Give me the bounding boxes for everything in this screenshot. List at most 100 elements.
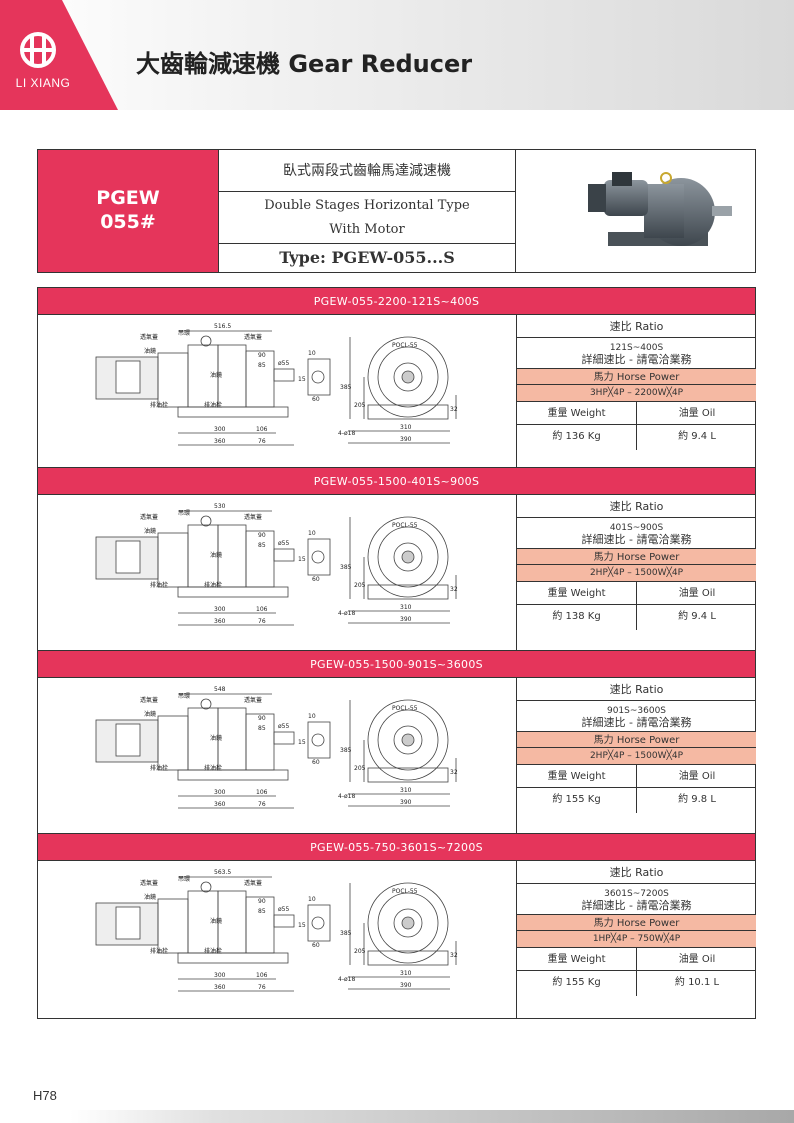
drawing-label-drain-plug: 排油栓 (204, 581, 222, 589)
weight-header: 重量 Weight (517, 765, 637, 787)
drawing-label-oil-gauge: 油鏡 (144, 710, 156, 718)
ratio-detail-note: 詳細速比 - 請電洽業務 (581, 716, 692, 729)
drawing-label-hook: 吊環 (178, 510, 190, 517)
model-line1: PGEW (96, 187, 160, 209)
hp-header: 馬力 Horse Power (517, 368, 756, 385)
overall-length-label: 516.5 (214, 323, 231, 330)
spec-table: 速比 Ratio 401S~900S 詳細速比 - 請電洽業務 馬力 Horse… (516, 495, 756, 652)
drawing-label-dim-385: 385 (340, 930, 352, 937)
ratio-value: 3601S~7200S (604, 889, 669, 899)
drawing-label-dim-106: 106 (256, 789, 268, 796)
drawing-label-dim-76: 76 (258, 801, 266, 808)
weight-header: 重量 Weight (517, 948, 637, 970)
header-bar (0, 0, 794, 110)
drawing-label-dim-55: ø55 (278, 360, 289, 367)
drawing-label-dim-360: 360 (214, 438, 226, 445)
drawing-label-dim-205: 205 (354, 402, 366, 409)
drawing-label-vent: 透氣蓋 (244, 513, 262, 521)
drawing-label-dim-10: 10 (308, 350, 316, 357)
drawing-label-oil-gauge: 油鏡 (144, 893, 156, 901)
drawing-label-hook: 吊環 (178, 876, 190, 883)
drawing-label-dim-76: 76 (258, 618, 266, 625)
drawing-label-dim-55: ø55 (278, 540, 289, 547)
page-number: H78 (33, 1088, 57, 1103)
dimension-drawing: 530 透氣蓋 吊環 透氣蓋 油鏡 油鏡 排油栓 排油栓 90 85 ø55 1… (95, 503, 458, 626)
drawing-label-dim-310: 310 (400, 424, 412, 431)
brand-name: LI XIANG (15, 76, 71, 90)
drawing-label-dim-10: 10 (308, 713, 316, 720)
drawing-label-dim-60: 60 (312, 396, 320, 403)
drawing-label-dim-holes: 4-ø18 (338, 976, 355, 983)
drawing-label-plate: POCL-55 (392, 522, 418, 529)
weight-value: 約 138 Kg (517, 605, 637, 630)
dimension-drawing: 548 透氣蓋 吊環 透氣蓋 油鏡 油鏡 排油栓 排油栓 90 85 ø55 1… (95, 686, 458, 809)
drawing-label-dim-76: 76 (258, 984, 266, 991)
ratio-header: 速比 Ratio (517, 495, 756, 518)
drawing-label-oil-gauge: 油鏡 (144, 527, 156, 535)
oil-value: 約 9.8 L (678, 794, 716, 805)
drawing-label-oil-gauge: 油鏡 (210, 551, 222, 559)
drawing-label-drain-plug: 排油栓 (150, 581, 168, 589)
drawing-label-plate: POCL-55 (392, 342, 418, 349)
drawing-label-dim-106: 106 (256, 606, 268, 613)
spec-section-4: PGEW-055-750-3601S~7200S (37, 833, 756, 1019)
drawing-label-vent: 透氣蓋 (140, 696, 158, 704)
ratio-header: 速比 Ratio (517, 678, 756, 701)
drawing-label-dim-76: 76 (258, 438, 266, 445)
drawing-label-dim-360: 360 (214, 984, 226, 991)
product-type: Type: PGEW-055...S (279, 248, 455, 267)
drawing-label-dim-32: 32 (450, 952, 458, 959)
ratio-value: 401S~900S (609, 523, 664, 533)
desc-chinese: 臥式兩段式齒輪馬達減速機 (219, 150, 515, 192)
drawing-label-dim-55: ø55 (278, 723, 289, 730)
dimension-drawing: 516.5 透氣蓋 吊環 透氣蓋 油鏡 油鏡 排油栓 排油栓 90 85 ø55… (95, 323, 458, 446)
weight-value: 約 136 Kg (517, 425, 637, 450)
drawing-label-dim-360: 360 (214, 618, 226, 625)
drawing-label-drain-plug: 排油栓 (204, 401, 222, 409)
drawing-label-dim-205: 205 (354, 765, 366, 772)
drawing-label-dim-360: 360 (214, 801, 226, 808)
drawing-label-hook: 吊環 (178, 330, 190, 337)
drawing-label-dim-85: 85 (258, 362, 266, 369)
drawing-label-dim-106: 106 (256, 426, 268, 433)
section-title: PGEW-055-2200-121S~400S (38, 288, 755, 315)
drawing-label-dim-32: 32 (450, 769, 458, 776)
brand-logo (0, 0, 118, 110)
drawing-label-vent: 透氣蓋 (140, 333, 158, 341)
hp-value: 2HP╳4P – 1500W╳4P (517, 748, 756, 765)
drawing-label-dim-60: 60 (312, 576, 320, 583)
drawing-label-dim-55: ø55 (278, 906, 289, 913)
oil-value: 約 9.4 L (678, 611, 716, 622)
weight-header: 重量 Weight (517, 402, 637, 424)
oil-header: 油量 Oil (678, 408, 716, 419)
drawing-label-drain-plug: 排油栓 (150, 764, 168, 772)
hp-header: 馬力 Horse Power (517, 914, 756, 931)
oil-header: 油量 Oil (678, 954, 716, 965)
drawing-label-drain-plug: 排油栓 (150, 401, 168, 409)
drawing-label-drain-plug: 排油栓 (204, 764, 222, 772)
drawing-label-drain-plug: 排油栓 (204, 947, 222, 955)
ratio-value: 121S~400S (609, 343, 664, 353)
drawing-label-vent: 透氣蓋 (244, 879, 262, 887)
page-title: 大齒輪減速機 Gear Reducer (136, 50, 473, 78)
ratio-detail-note: 詳細速比 - 請電洽業務 (581, 899, 692, 912)
drawing-label-dim-310: 310 (400, 970, 412, 977)
ratio-header: 速比 Ratio (517, 861, 756, 884)
drawing-label-dim-385: 385 (340, 564, 352, 571)
drawing-label-plate: POCL-55 (392, 888, 418, 895)
weight-header: 重量 Weight (517, 582, 637, 604)
drawing-label-dim-106: 106 (256, 972, 268, 979)
section-title: PGEW-055-750-3601S~7200S (38, 834, 755, 861)
drawing-label-dim-holes: 4-ø18 (338, 610, 355, 617)
spec-table: 速比 Ratio 901S~3600S 詳細速比 - 請電洽業務 馬力 Hors… (516, 678, 756, 835)
hp-value: 2HP╳4P – 1500W╳4P (517, 565, 756, 582)
section-title: PGEW-055-1500-901S~3600S (38, 651, 755, 678)
drawing-label-dim-60: 60 (312, 759, 320, 766)
dimension-drawing: 563.5 透氣蓋 吊環 透氣蓋 油鏡 油鏡 排油栓 排油栓 90 85 ø55… (95, 869, 458, 992)
drawing-label-dim-300: 300 (214, 606, 226, 613)
ratio-detail-note: 詳細速比 - 請電洽業務 (581, 353, 692, 366)
drawing-label-dim-310: 310 (400, 787, 412, 794)
drawing-label-dim-90: 90 (258, 715, 266, 722)
desc-english: Double Stages Horizontal Type With Motor (219, 192, 515, 244)
hp-header: 馬力 Horse Power (517, 731, 756, 748)
